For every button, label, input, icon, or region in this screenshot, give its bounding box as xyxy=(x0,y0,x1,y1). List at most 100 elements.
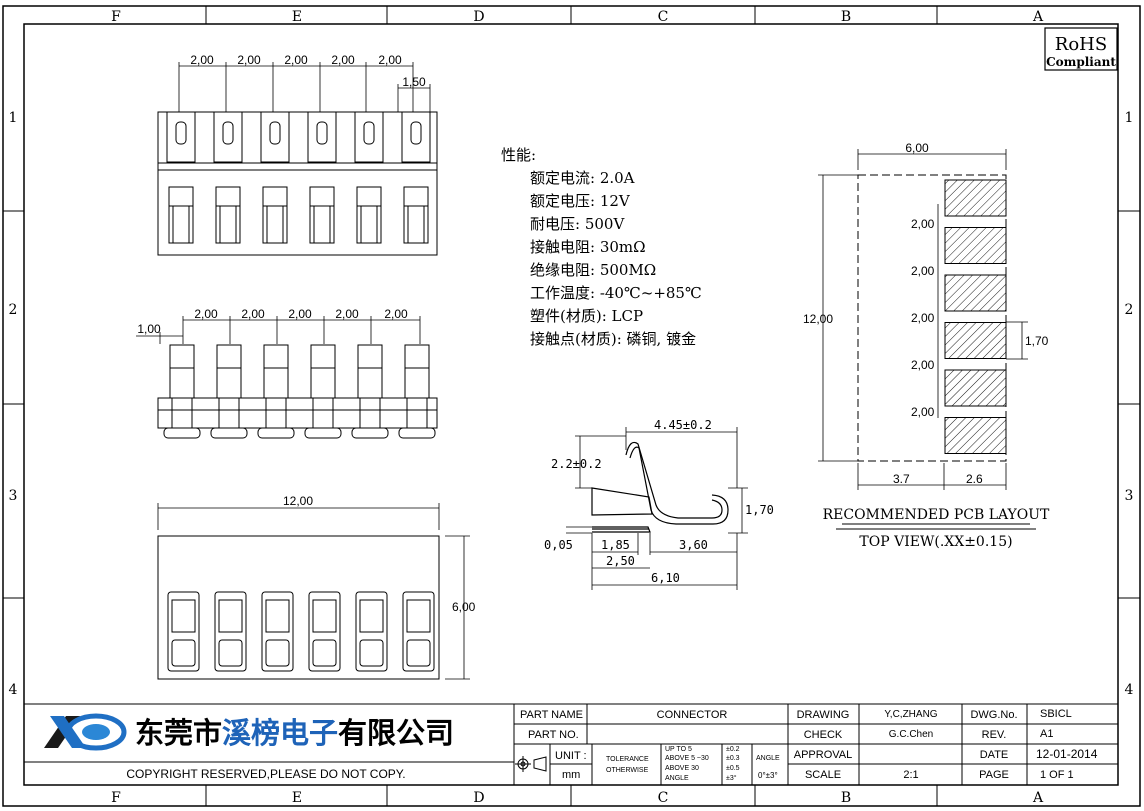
pcb-dims xyxy=(818,149,1028,490)
dwg-label: DWG.No. xyxy=(970,709,1017,721)
tol-range-2: ABOVE 5 ~30 xyxy=(665,755,709,762)
row-label-3: 3 xyxy=(9,488,18,504)
side-height-dim: 6,00 xyxy=(452,600,476,614)
top-view-slot xyxy=(307,111,337,244)
front-view-pin xyxy=(351,344,389,439)
pcb-pitch-dim-1: 2,00 xyxy=(911,217,935,231)
pcb-pad xyxy=(944,274,1007,312)
tol-range-4: ANGLE xyxy=(665,775,689,782)
spec-list: 性能: 额定电流: 2.0A 额定电压: 12V 耐电压: 500V 接触电阻:… xyxy=(501,146,702,348)
row-label-1: 1 xyxy=(9,110,18,126)
top-view-slot xyxy=(213,111,243,244)
spec-line-5: 绝缘电阻: 500MΩ xyxy=(530,261,656,279)
spec-line-8: 接触点(材质): 磷铜, 镀金 xyxy=(530,330,696,348)
front-pitch-dim-3: 2,00 xyxy=(288,307,312,321)
contact-dim-b: 3,60 xyxy=(679,538,708,552)
front-view-pin xyxy=(398,344,436,439)
spec-heading: 性能: xyxy=(501,146,536,164)
side-view-slot xyxy=(261,591,294,672)
dwg-value: SBICL xyxy=(1040,708,1072,720)
pcb-pad xyxy=(944,417,1007,454)
top-view xyxy=(157,111,438,256)
row-label-3-right: 3 xyxy=(1125,488,1134,504)
pcb-pad xyxy=(944,369,1007,407)
contact-dims xyxy=(566,427,748,590)
pcb-pad xyxy=(944,227,1007,264)
col-label-e: E xyxy=(292,9,302,25)
row-label-2-right: 2 xyxy=(1125,302,1134,318)
angle-value: 0°±3° xyxy=(758,771,778,780)
spec-line-3: 耐电压: 500V xyxy=(530,215,625,233)
contact-dim-thick: 0,05 xyxy=(544,538,573,552)
rohs-stamp: RoHS Compliant xyxy=(1044,27,1118,71)
sheet-frame xyxy=(2,5,1141,807)
side-view-slot xyxy=(355,591,388,672)
col-label-a-bottom: A xyxy=(1032,790,1044,806)
side-view-dims xyxy=(157,503,470,680)
tolerance-label: TOLERANCE xyxy=(606,756,649,763)
pcb-pad-dim: 1,70 xyxy=(1025,334,1049,348)
date-value: 12-01-2014 xyxy=(1036,747,1098,761)
front-view xyxy=(157,344,438,439)
copyright-note: COPYRIGHT RESERVED,PLEASE DO NOT COPY. xyxy=(126,767,405,781)
side-width-dim: 12,00 xyxy=(283,494,313,508)
rohs-subtitle: Compliant xyxy=(1046,55,1116,69)
title-block xyxy=(24,703,1118,785)
part-no-label: PART NO. xyxy=(528,729,579,741)
rohs-title: RoHS xyxy=(1055,34,1107,55)
check-label: CHECK xyxy=(804,729,843,741)
top-view-slot xyxy=(166,111,196,244)
front-pitch-dim-4: 2,00 xyxy=(335,307,359,321)
contact-dim-a: 1,85 xyxy=(601,538,630,552)
pcb-pad xyxy=(944,322,1007,359)
tol-range-1: UP TO 5 xyxy=(665,746,692,753)
row-label-4-right: 4 xyxy=(1125,682,1134,698)
tol-range-3: ABOVE 30 xyxy=(665,765,699,772)
contact-profile xyxy=(591,441,729,533)
pcb-subtitle: TOP VIEW(.XX±0.15) xyxy=(859,534,1012,550)
approval-label: APPROVAL xyxy=(794,749,853,761)
spec-line-6: 工作温度: -40℃~+85℃ xyxy=(530,284,702,302)
col-label-f: F xyxy=(111,9,121,25)
col-label-f-bottom: F xyxy=(111,790,121,806)
pcb-height-dim: 12,00 xyxy=(803,312,833,326)
front-view-pin xyxy=(304,344,342,439)
front-view-pin xyxy=(163,344,201,439)
top-pitch-dim-1: 2,00 xyxy=(190,53,214,67)
unit-value: mm xyxy=(562,769,580,781)
scale-value: 2:1 xyxy=(903,769,918,781)
part-name-label: PART NAME xyxy=(520,709,583,721)
front-view-pin xyxy=(210,344,248,439)
contact-dim-left: 2.2±0.2 xyxy=(551,457,602,471)
front-pitch-dim-1: 2,00 xyxy=(194,307,218,321)
scale-label: SCALE xyxy=(805,769,841,781)
pcb-pitch-dim-5: 2,00 xyxy=(911,405,935,419)
side-view-slot xyxy=(308,591,341,672)
tol-value-1: ±0.2 xyxy=(726,746,740,753)
pcb-pitch-dim-3: 2,00 xyxy=(911,311,935,325)
tol-value-2: ±0.3 xyxy=(726,755,740,762)
col-label-e-bottom: E xyxy=(292,790,302,806)
pcb-bottom-left-dim: 3.7 xyxy=(893,472,910,486)
check-value: G.C.Chen xyxy=(889,729,933,740)
top-pitch-dim-3: 2,00 xyxy=(284,53,308,67)
pcb-bottom-right-dim: 2.6 xyxy=(966,472,983,486)
pcb-pads xyxy=(944,179,1007,454)
front-offset-dim: 1,00 xyxy=(137,322,161,336)
front-pitch-dim-5: 2,00 xyxy=(384,307,408,321)
drawing-value: Y,C,ZHANG xyxy=(884,709,937,720)
front-view-dims xyxy=(136,316,421,344)
top-view-slot xyxy=(354,111,384,244)
col-label-a: A xyxy=(1032,9,1044,25)
spec-line-4: 接触电阻: 30mΩ xyxy=(530,238,646,256)
top-pitch-dim-2: 2,00 xyxy=(237,53,261,67)
row-label-1-right: 1 xyxy=(1125,110,1134,126)
col-label-b: B xyxy=(841,9,851,25)
company-logo xyxy=(44,713,127,751)
contact-dim-right: 1,70 xyxy=(745,503,774,517)
col-label-d: D xyxy=(473,9,484,25)
row-label-2: 2 xyxy=(9,302,18,318)
col-label-c-bottom: C xyxy=(658,790,669,806)
col-label-c: C xyxy=(658,9,669,25)
